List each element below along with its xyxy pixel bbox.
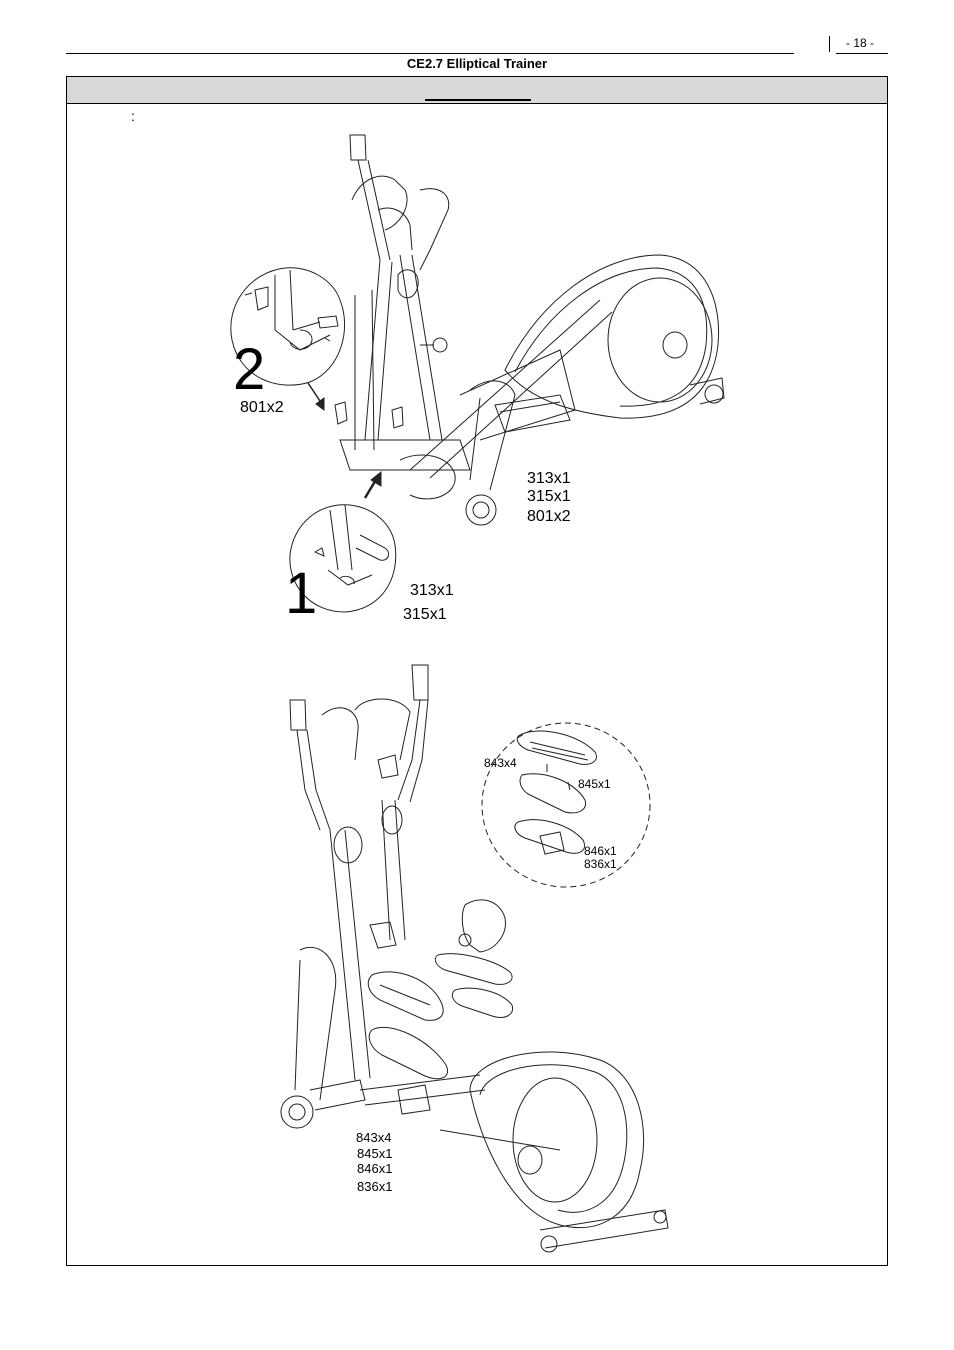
pedal-detail-inset: [481, 722, 651, 888]
inset-part-836: 836x1: [584, 857, 617, 871]
step-1-detail-inset: [289, 504, 397, 613]
page-number-rule: [836, 53, 888, 54]
step-2-parts-label: 801x2: [240, 399, 284, 416]
step-1-part-313: 313x1: [410, 582, 454, 599]
step-label-colon: :: [131, 108, 135, 124]
step-1-part-315: 315x1: [403, 606, 447, 623]
bottom-main-part-836: 836x1: [357, 1179, 392, 1194]
header-rule: [66, 53, 794, 54]
top-main-part-315: 315x1: [527, 488, 571, 505]
bottom-main-part-846: 846x1: [357, 1161, 392, 1176]
inset-part-843: 843x4: [484, 756, 517, 770]
page-number-divider: [829, 36, 830, 52]
document-title: CE2.7 Elliptical Trainer: [406, 56, 548, 71]
bottom-assembly-drawing: [280, 664, 669, 1253]
bottom-main-part-843: 843x4: [356, 1130, 391, 1145]
inset-part-845: 845x1: [578, 777, 611, 791]
top-main-part-801: 801x2: [527, 508, 571, 525]
top-assembly-drawing: [307, 134, 725, 526]
section-header-bar: [67, 77, 887, 104]
inset-part-846: 846x1: [584, 844, 617, 858]
content-frame: [66, 76, 888, 1266]
section-title-underline: [425, 99, 531, 101]
step-2-number: 2: [233, 337, 265, 402]
page-number: - 18 -: [846, 36, 875, 50]
step-1-number: 1: [285, 561, 317, 626]
bottom-main-part-845: 845x1: [357, 1146, 392, 1161]
top-main-part-313: 313x1: [527, 470, 571, 487]
step-2-detail-inset: [230, 267, 346, 386]
